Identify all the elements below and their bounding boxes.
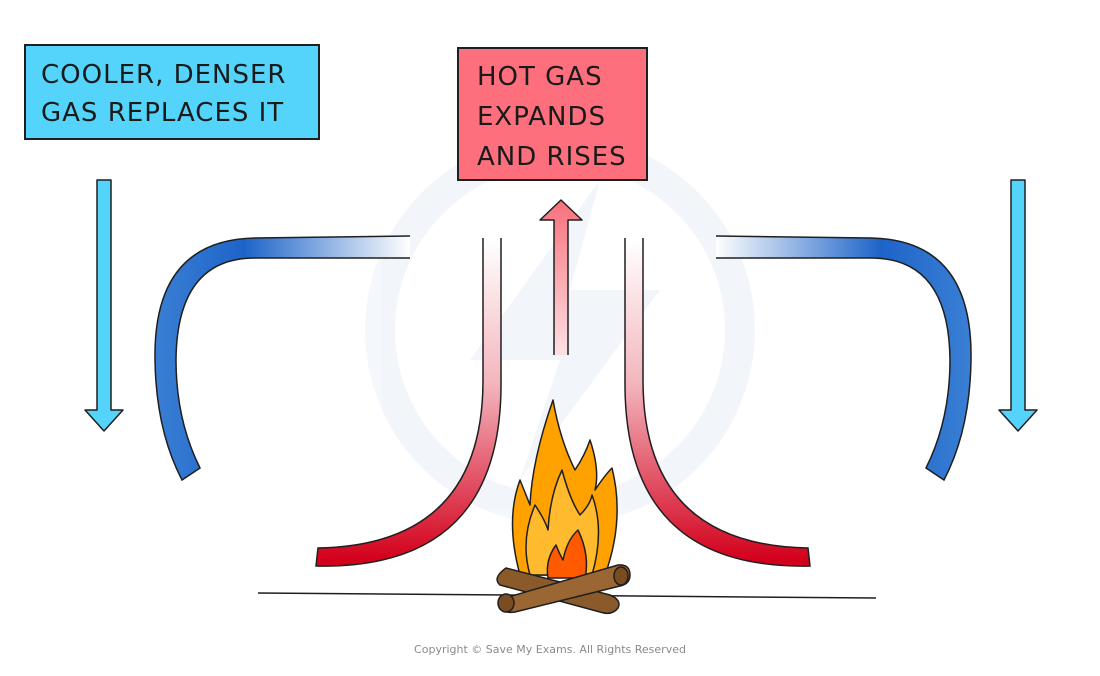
hot-air-stream-right [624,238,811,567]
copyright-text: Copyright © Save My Exams. All Rights Re… [414,643,686,656]
cool-down-arrow-left [84,179,124,432]
hot-gas-rising-arrow [539,199,583,355]
cold-air-stream-left [154,235,411,482]
campfire-icon [496,399,631,615]
hot-air-stream-left [315,238,502,567]
cooler-gas-label: COOLER, DENSER GAS REPLACES IT [24,44,320,140]
cool-down-arrow-right [998,179,1038,432]
cold-air-stream-right [715,235,972,482]
hot-gas-label: HOT GAS EXPANDS AND RISES [457,47,648,181]
